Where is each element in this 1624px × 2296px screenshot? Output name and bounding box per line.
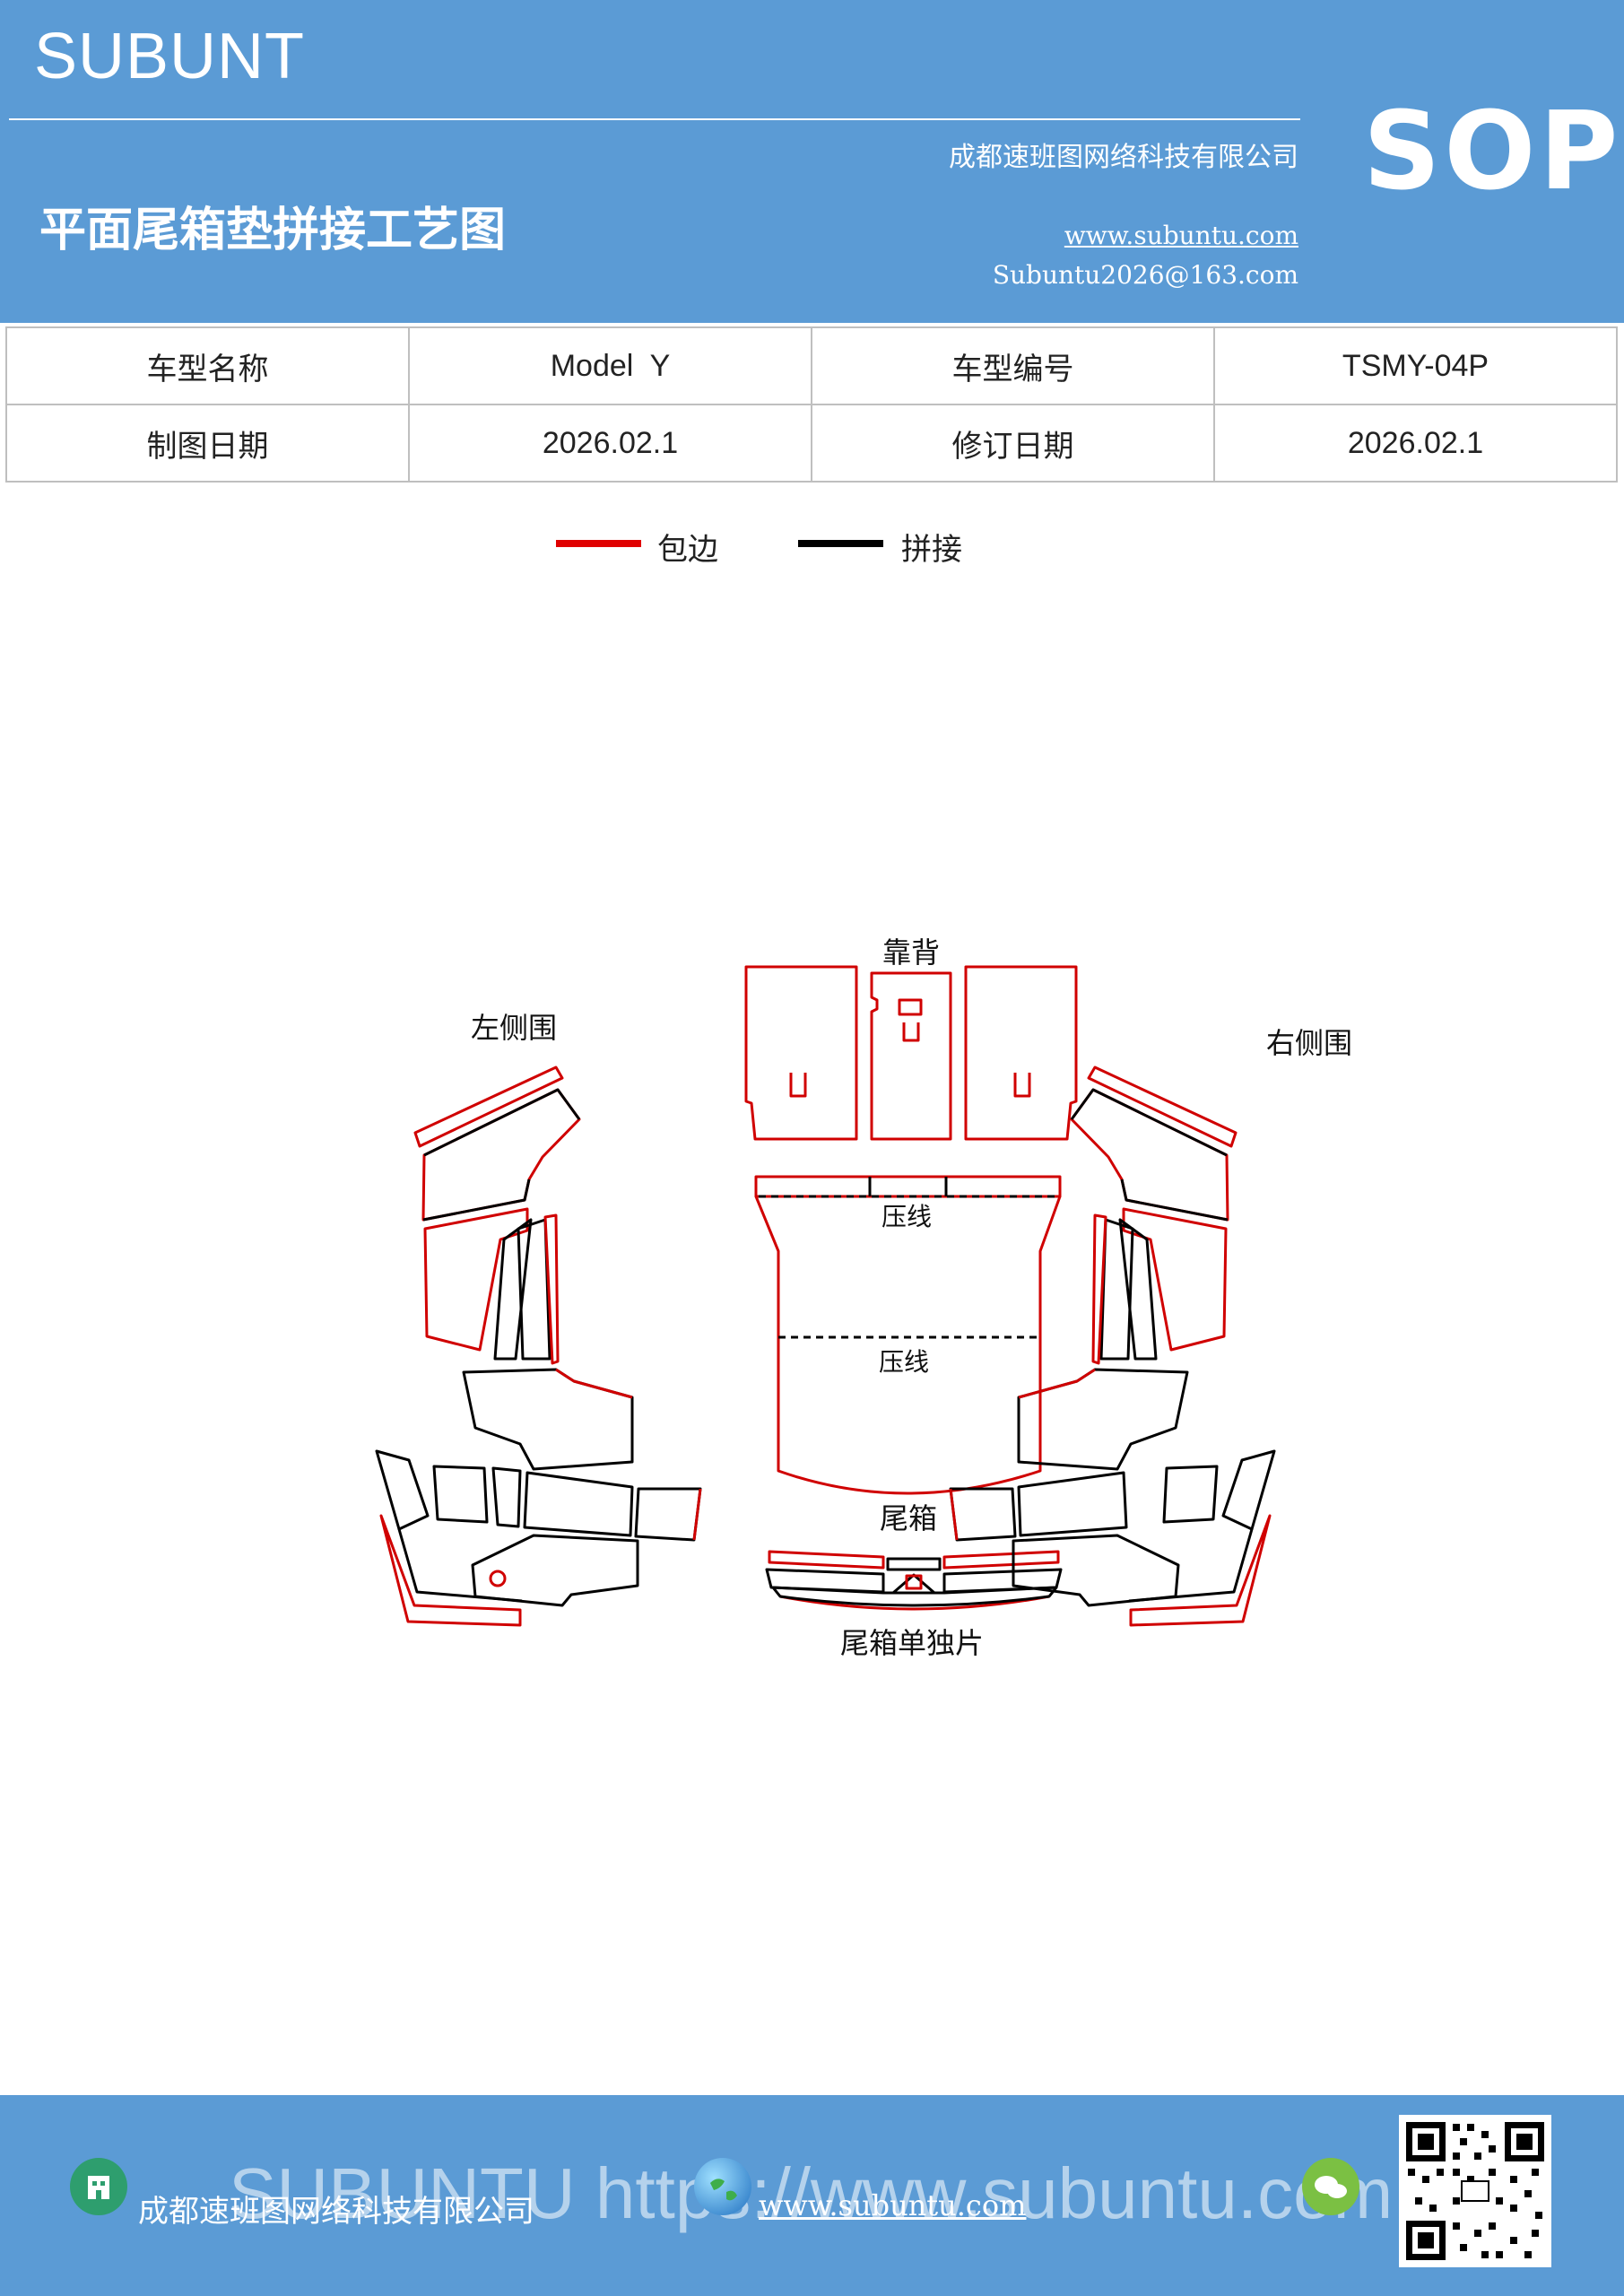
trunk-top-strip-joints xyxy=(868,1177,948,1196)
trunk-single-label: 尾箱单独片 xyxy=(840,1626,984,1660)
right-top-edge-strip xyxy=(1087,1065,1238,1148)
left-side-label: 左侧围 xyxy=(471,1011,557,1045)
building-icon xyxy=(70,2158,127,2215)
brand-logo: SUBUNT xyxy=(34,21,306,92)
header-company: 成都速班图网络科技有限公司 xyxy=(949,142,1298,173)
trunk-main-panel xyxy=(754,1196,1062,1495)
model-code-label: 车型编号 xyxy=(811,326,1215,405)
right-piece-11 xyxy=(949,1487,1017,1542)
sop-badge: SOP xyxy=(1363,90,1622,214)
trunk-single-pieces xyxy=(765,1550,1063,1611)
right-piece-8 xyxy=(1162,1465,1219,1524)
crease-label-2: 压线 xyxy=(879,1347,929,1377)
left-top-edge-strip xyxy=(413,1065,564,1148)
right-piece-11-edge xyxy=(949,1488,959,1541)
trunk-top-strip xyxy=(754,1175,1062,1198)
trunk-label: 尾箱 xyxy=(880,1501,937,1535)
backrest-label: 靠背 xyxy=(882,935,940,970)
backrest-middle-notch xyxy=(902,1022,920,1042)
right-piece-1 xyxy=(1070,1088,1229,1222)
left-bottom-strip-join xyxy=(397,1528,523,1603)
right-piece-7 xyxy=(1221,1449,1276,1531)
table-row: 制图日期 2026.02.1 修订日期 2026.02.1 xyxy=(5,404,1618,483)
model-name-value: Model Y xyxy=(408,326,812,405)
globe-icon xyxy=(694,2158,751,2215)
qr-code xyxy=(1399,2115,1551,2267)
crease-label-1: 压线 xyxy=(881,1202,932,1231)
table-row: 车型名称 Model Y 车型编号 TSMY-04P xyxy=(5,326,1618,405)
right-piece-6 xyxy=(1017,1368,1189,1471)
left-piece-7 xyxy=(375,1449,430,1531)
legend-join-swatch xyxy=(798,540,883,547)
trunk-single-strip-right xyxy=(942,1550,1060,1570)
header-banner: SUBUNT 成都速班图网络科技有限公司 平面尾箱垫拼接工艺图 www.subu… xyxy=(0,0,1624,323)
backrest-middle-slot xyxy=(898,998,923,1016)
backrest-right-panel xyxy=(964,965,1078,1141)
left-piece-8 xyxy=(432,1465,489,1524)
wechat-icon xyxy=(1302,2158,1359,2215)
backrest-left-panel xyxy=(744,965,858,1141)
legend: 包边 拼接 xyxy=(0,525,1624,570)
footer-watermark: SUBUNTU https://www.subuntu.com xyxy=(229,2153,1394,2233)
right-bottom-strip xyxy=(1129,1514,1272,1627)
right-piece-6-edge xyxy=(1018,1368,1096,1399)
left-piece-1-join xyxy=(422,1088,581,1222)
right-piece-2 xyxy=(1122,1207,1228,1352)
footer-website-link[interactable]: www.subuntu.com xyxy=(759,2188,1027,2222)
trunk-single-bottom-edge xyxy=(779,1595,1050,1611)
revise-date-label: 修订日期 xyxy=(811,404,1215,483)
left-piece-9 xyxy=(491,1466,522,1528)
right-piece-12 xyxy=(1012,1534,1180,1607)
right-piece-5 xyxy=(1091,1213,1107,1365)
left-piece-11 xyxy=(634,1487,702,1542)
legend-join-label: 拼接 xyxy=(901,532,962,568)
header-email: Subuntu2026@163.com xyxy=(992,260,1298,290)
trunk-single-latch xyxy=(905,1574,923,1590)
trunk-single-strip-left xyxy=(768,1550,885,1570)
draw-date-label: 制图日期 xyxy=(5,404,410,483)
trunk-single-center-top xyxy=(886,1557,942,1571)
right-piece-1-join xyxy=(1070,1088,1229,1222)
backrest-pieces xyxy=(744,965,1078,1141)
backrest-middle-panel xyxy=(870,971,952,1141)
right-piece-10 xyxy=(1017,1471,1128,1537)
revise-date-value: 2026.02.1 xyxy=(1213,404,1618,483)
legend-edge-swatch xyxy=(556,540,641,547)
footer-bar: SUBUNTU https://www.subuntu.com 成都速班图网络科… xyxy=(0,2095,1624,2296)
left-side-pieces xyxy=(375,1065,702,1627)
backrest-left-slot xyxy=(789,1073,807,1098)
page-title: 平面尾箱垫拼接工艺图 xyxy=(39,203,507,257)
left-piece-1 xyxy=(421,1088,581,1222)
trunk-floor-piece xyxy=(754,1175,1062,1495)
trunk-single-triangle xyxy=(891,1573,936,1595)
trunk-single-bottom-piece xyxy=(771,1586,1058,1607)
legend-edge-label: 包边 xyxy=(657,532,718,568)
footer-company: 成都速班图网络科技有限公司 xyxy=(138,2194,534,2230)
header-divider xyxy=(9,118,1300,120)
left-piece-12-hole xyxy=(489,1570,507,1587)
left-piece-11-edge xyxy=(692,1488,702,1541)
left-piece-2 xyxy=(423,1207,529,1352)
right-side-pieces xyxy=(949,1065,1276,1627)
backrest-right-slot xyxy=(1013,1073,1031,1098)
left-piece-6 xyxy=(462,1368,634,1471)
right-bottom-strip-join xyxy=(1128,1528,1254,1603)
left-piece-6-edge xyxy=(555,1368,633,1399)
info-table: 车型名称 Model Y 车型编号 TSMY-04P 制图日期 2026.02.… xyxy=(5,326,1618,483)
left-piece-5 xyxy=(543,1213,560,1365)
right-piece-4 xyxy=(1099,1218,1134,1361)
left-piece-10 xyxy=(523,1471,634,1537)
left-piece-4 xyxy=(517,1218,551,1361)
model-code-value: TSMY-04P xyxy=(1213,326,1618,405)
left-bottom-strip xyxy=(379,1514,522,1627)
draw-date-value: 2026.02.1 xyxy=(408,404,812,483)
model-name-label: 车型名称 xyxy=(5,326,410,405)
right-side-label: 右侧围 xyxy=(1266,1026,1352,1060)
left-piece-12 xyxy=(471,1534,639,1607)
header-website-link[interactable]: www.subuntu.com xyxy=(1064,221,1298,250)
